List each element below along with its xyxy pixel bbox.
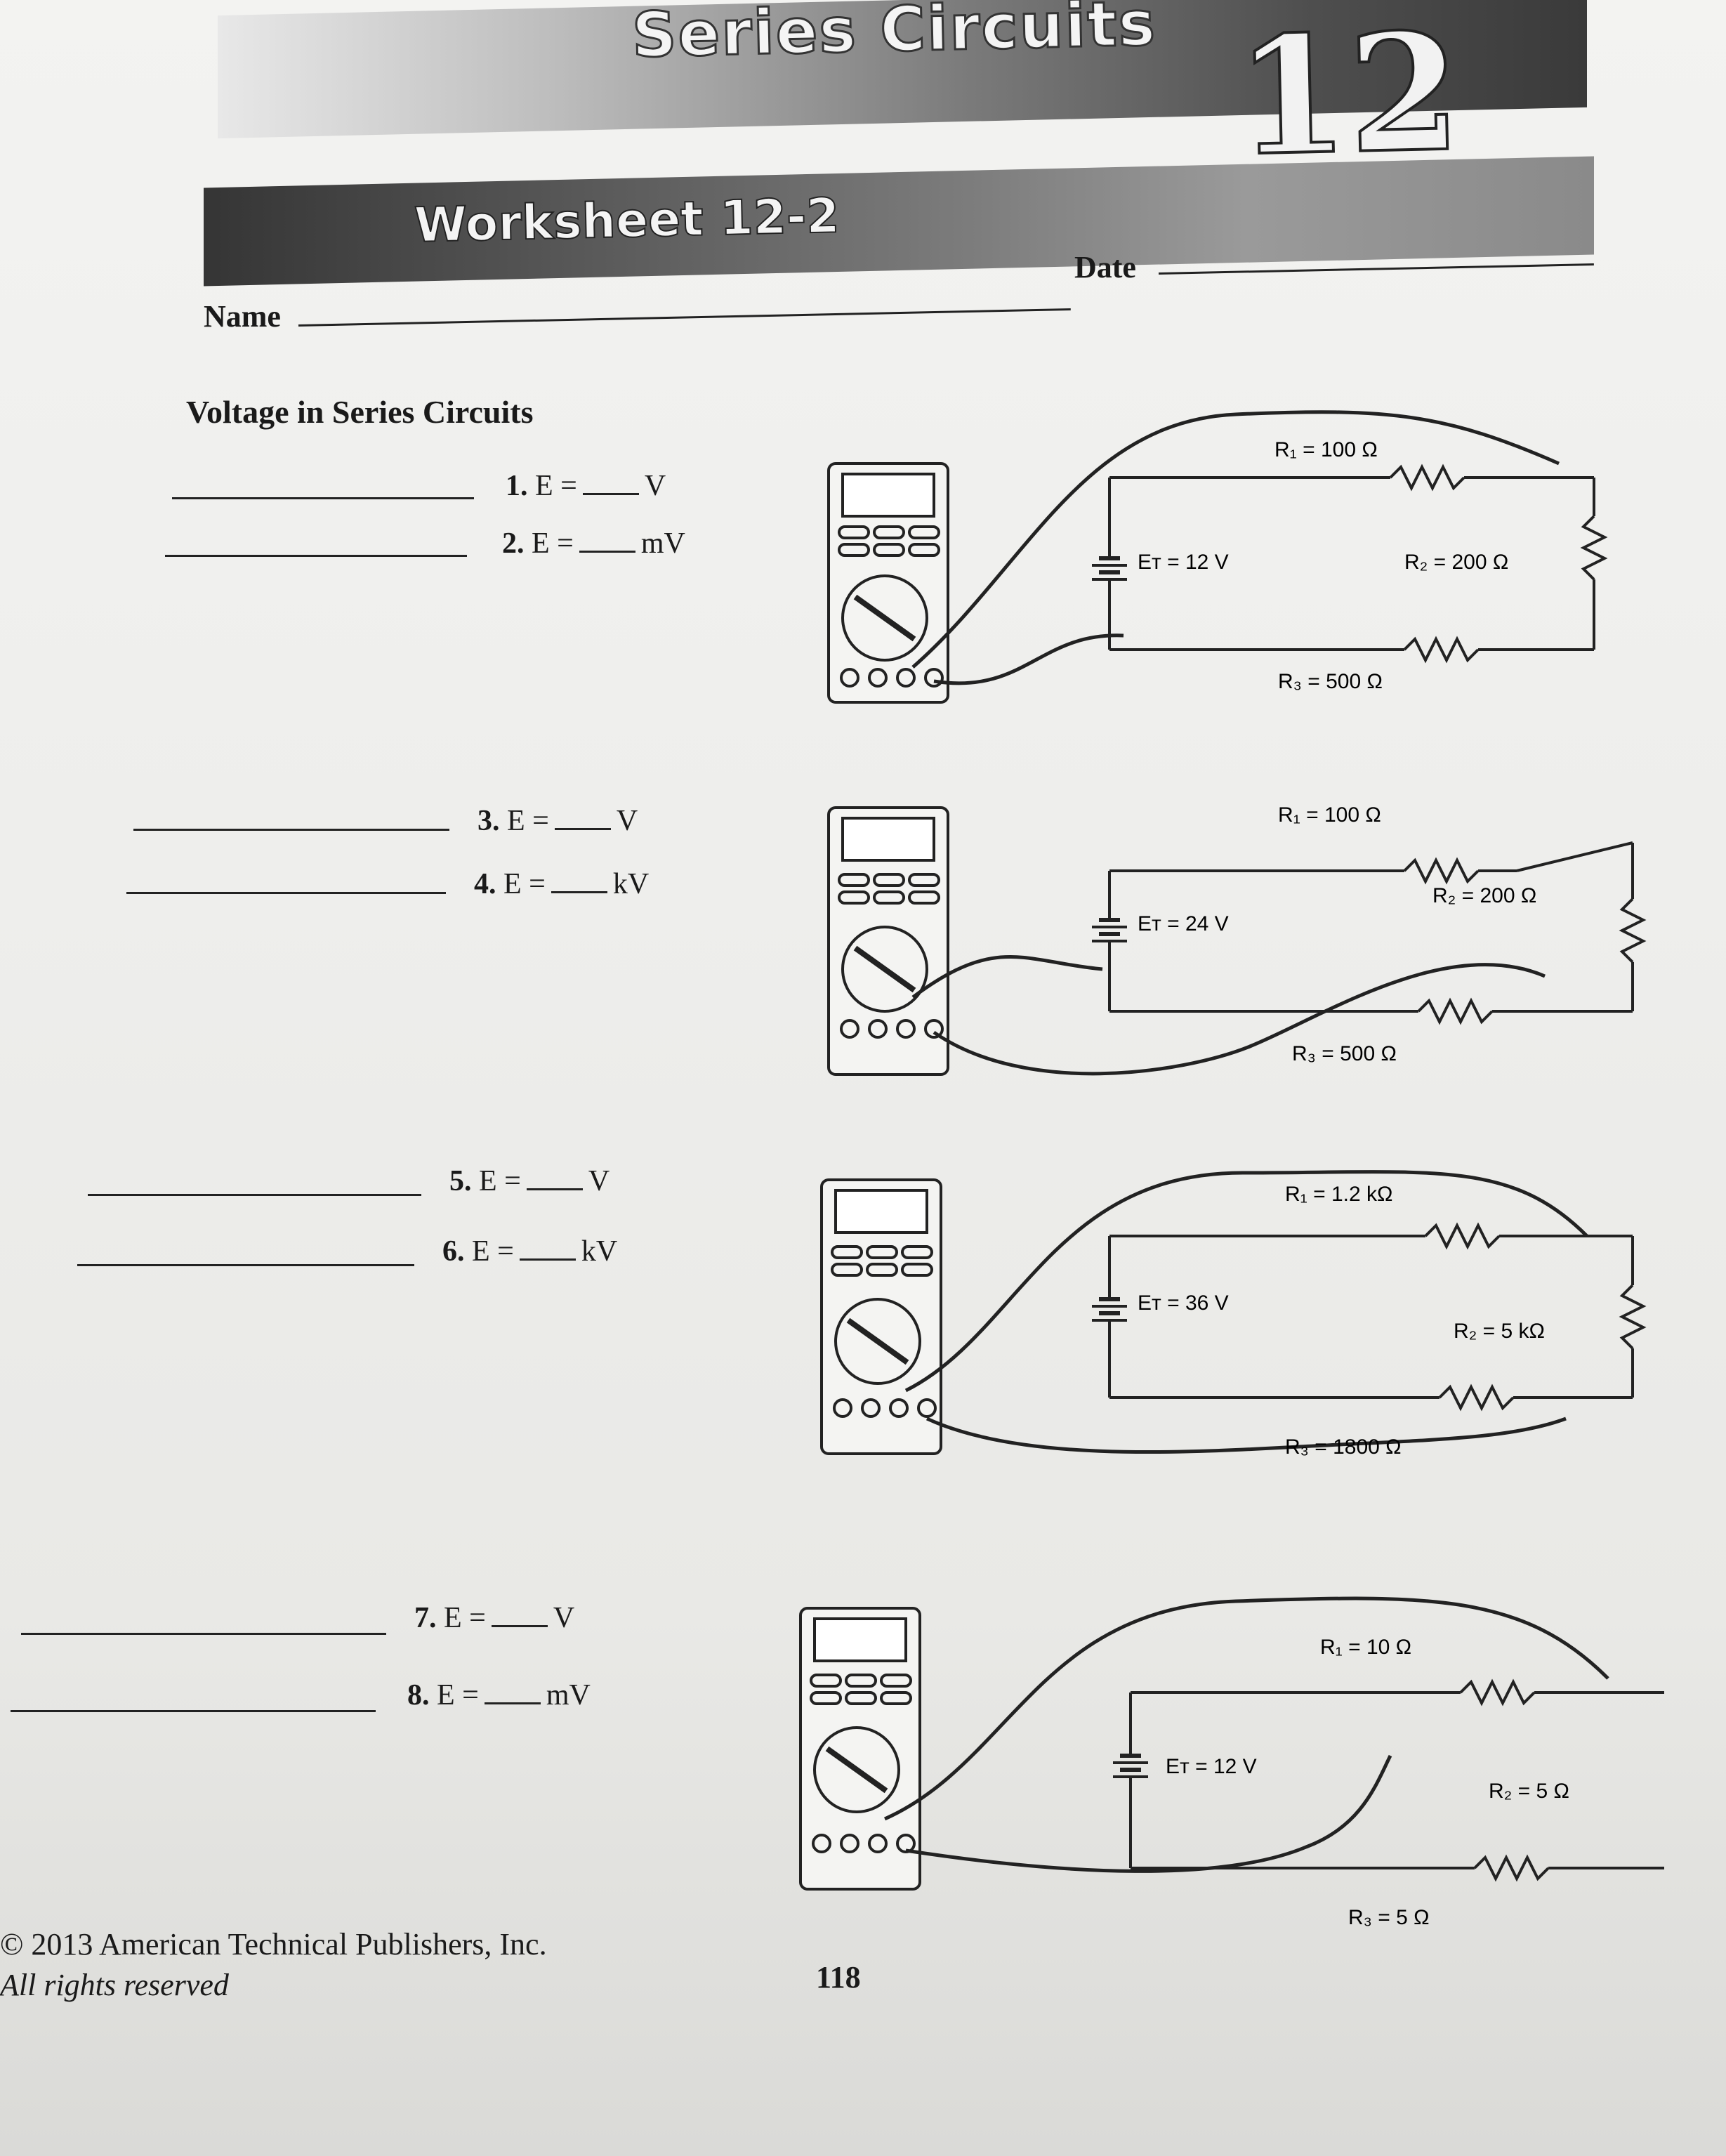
answer-line-8[interactable] [11,1710,376,1712]
resistor-r2 [1619,1284,1647,1350]
et-label: Eт = 12 V [1166,1755,1257,1778]
resistor-r3 [1417,997,1494,1025]
circuit-diagram-2: R₁ = 100 Ω R₂ = 200 Ω R₃ = 500 Ω Eт = 24… [827,803,1647,1076]
question-3: 3. E =V [477,805,638,837]
question-6: 6. E =kV [442,1235,618,1268]
header-banner-bottom [204,156,1594,287]
r1-label: R₁ = 100 Ω [1278,803,1381,827]
question-2: 2. E =mV [502,527,685,560]
copyright: © 2013 American Technical Publishers, In… [0,1924,547,2006]
resistor-r1 [1459,1678,1536,1707]
copyright-line-1: © 2013 American Technical Publishers, In… [0,1927,547,1961]
answer-line-2[interactable] [165,555,467,557]
name-label: Name [204,299,281,334]
page-number: 118 [816,1960,861,1994]
resistor-r3 [1403,636,1480,664]
blank-5[interactable] [526,1167,583,1190]
resistor-r1 [1424,1222,1501,1250]
r3-label: R₃ = 500 Ω [1278,670,1383,693]
answer-line-1[interactable] [172,497,474,499]
et-label: Eт = 24 V [1138,912,1229,935]
blank-3[interactable] [554,807,611,830]
blank-1[interactable] [582,472,639,495]
chapter-number: 12 [1232,0,1464,194]
r1-label: R₁ = 100 Ω [1274,438,1378,461]
r2-label: R₂ = 5 Ω [1489,1780,1569,1803]
r1-label: R₁ = 1.2 kΩ [1285,1183,1392,1206]
r2-label: R₂ = 200 Ω [1404,551,1508,574]
r2-label: R₂ = 200 Ω [1432,884,1536,907]
blank-4[interactable] [551,870,607,893]
multimeter-3 [820,1178,942,1455]
resistor-r3 [1473,1854,1550,1882]
r2-label: R₂ = 5 kΩ [1454,1320,1545,1343]
answer-line-5[interactable] [88,1194,421,1196]
et-label: Eт = 36 V [1138,1291,1229,1315]
answer-line-4[interactable] [126,892,446,894]
name-field[interactable] [298,308,1071,327]
question-1: 1. E =V [506,470,666,502]
section-title: Voltage in Series Circuits [186,394,534,430]
answer-line-6[interactable] [77,1264,414,1266]
answer-line-3[interactable] [133,829,449,831]
question-8: 8. E =mV [407,1679,591,1711]
resistor-r1 [1389,464,1465,492]
resistor-r3 [1438,1383,1515,1412]
worksheet-label: Worksheet 12-2 [413,188,841,254]
circuit-diagram-1: R₁ = 100 Ω R₂ = 200 Ω R₃ = 500 Ω Eт = 12… [827,410,1608,704]
blank-6[interactable] [519,1237,576,1261]
r1-label: R₁ = 10 Ω [1320,1636,1411,1659]
date-field[interactable] [1158,263,1594,275]
question-4: 4. E =kV [474,868,650,900]
resistor-r1 [1403,857,1480,885]
question-5: 5. E =V [449,1165,610,1197]
banner-title: Series Circuits [630,0,1158,72]
blank-8[interactable] [484,1681,541,1704]
blank-7[interactable] [491,1604,548,1627]
et-label: Eт = 12 V [1138,551,1229,574]
multimeter-4 [799,1607,921,1891]
circuit-diagram-4: R₁ = 10 Ω R₂ = 5 Ω R₃ = 5 Ω Eт = 12 V [799,1596,1664,1929]
date-label: Date [1074,250,1136,284]
circuit-diagram-3: R₁ = 1.2 kΩ R₂ = 5 kΩ R₃ = 1800 Ω Eт = 3… [820,1170,1647,1459]
question-7: 7. E =V [414,1602,575,1634]
resistor-r2 [1580,515,1608,581]
answer-line-7[interactable] [21,1633,386,1635]
blank-2[interactable] [579,530,635,553]
resistor-r2 [1619,898,1647,964]
copyright-line-2: All rights reserved [0,1968,229,2002]
r3-label: R₃ = 500 Ω [1292,1042,1397,1065]
r3-label: R₃ = 1800 Ω [1285,1435,1402,1459]
r3-label: R₃ = 5 Ω [1348,1906,1430,1929]
